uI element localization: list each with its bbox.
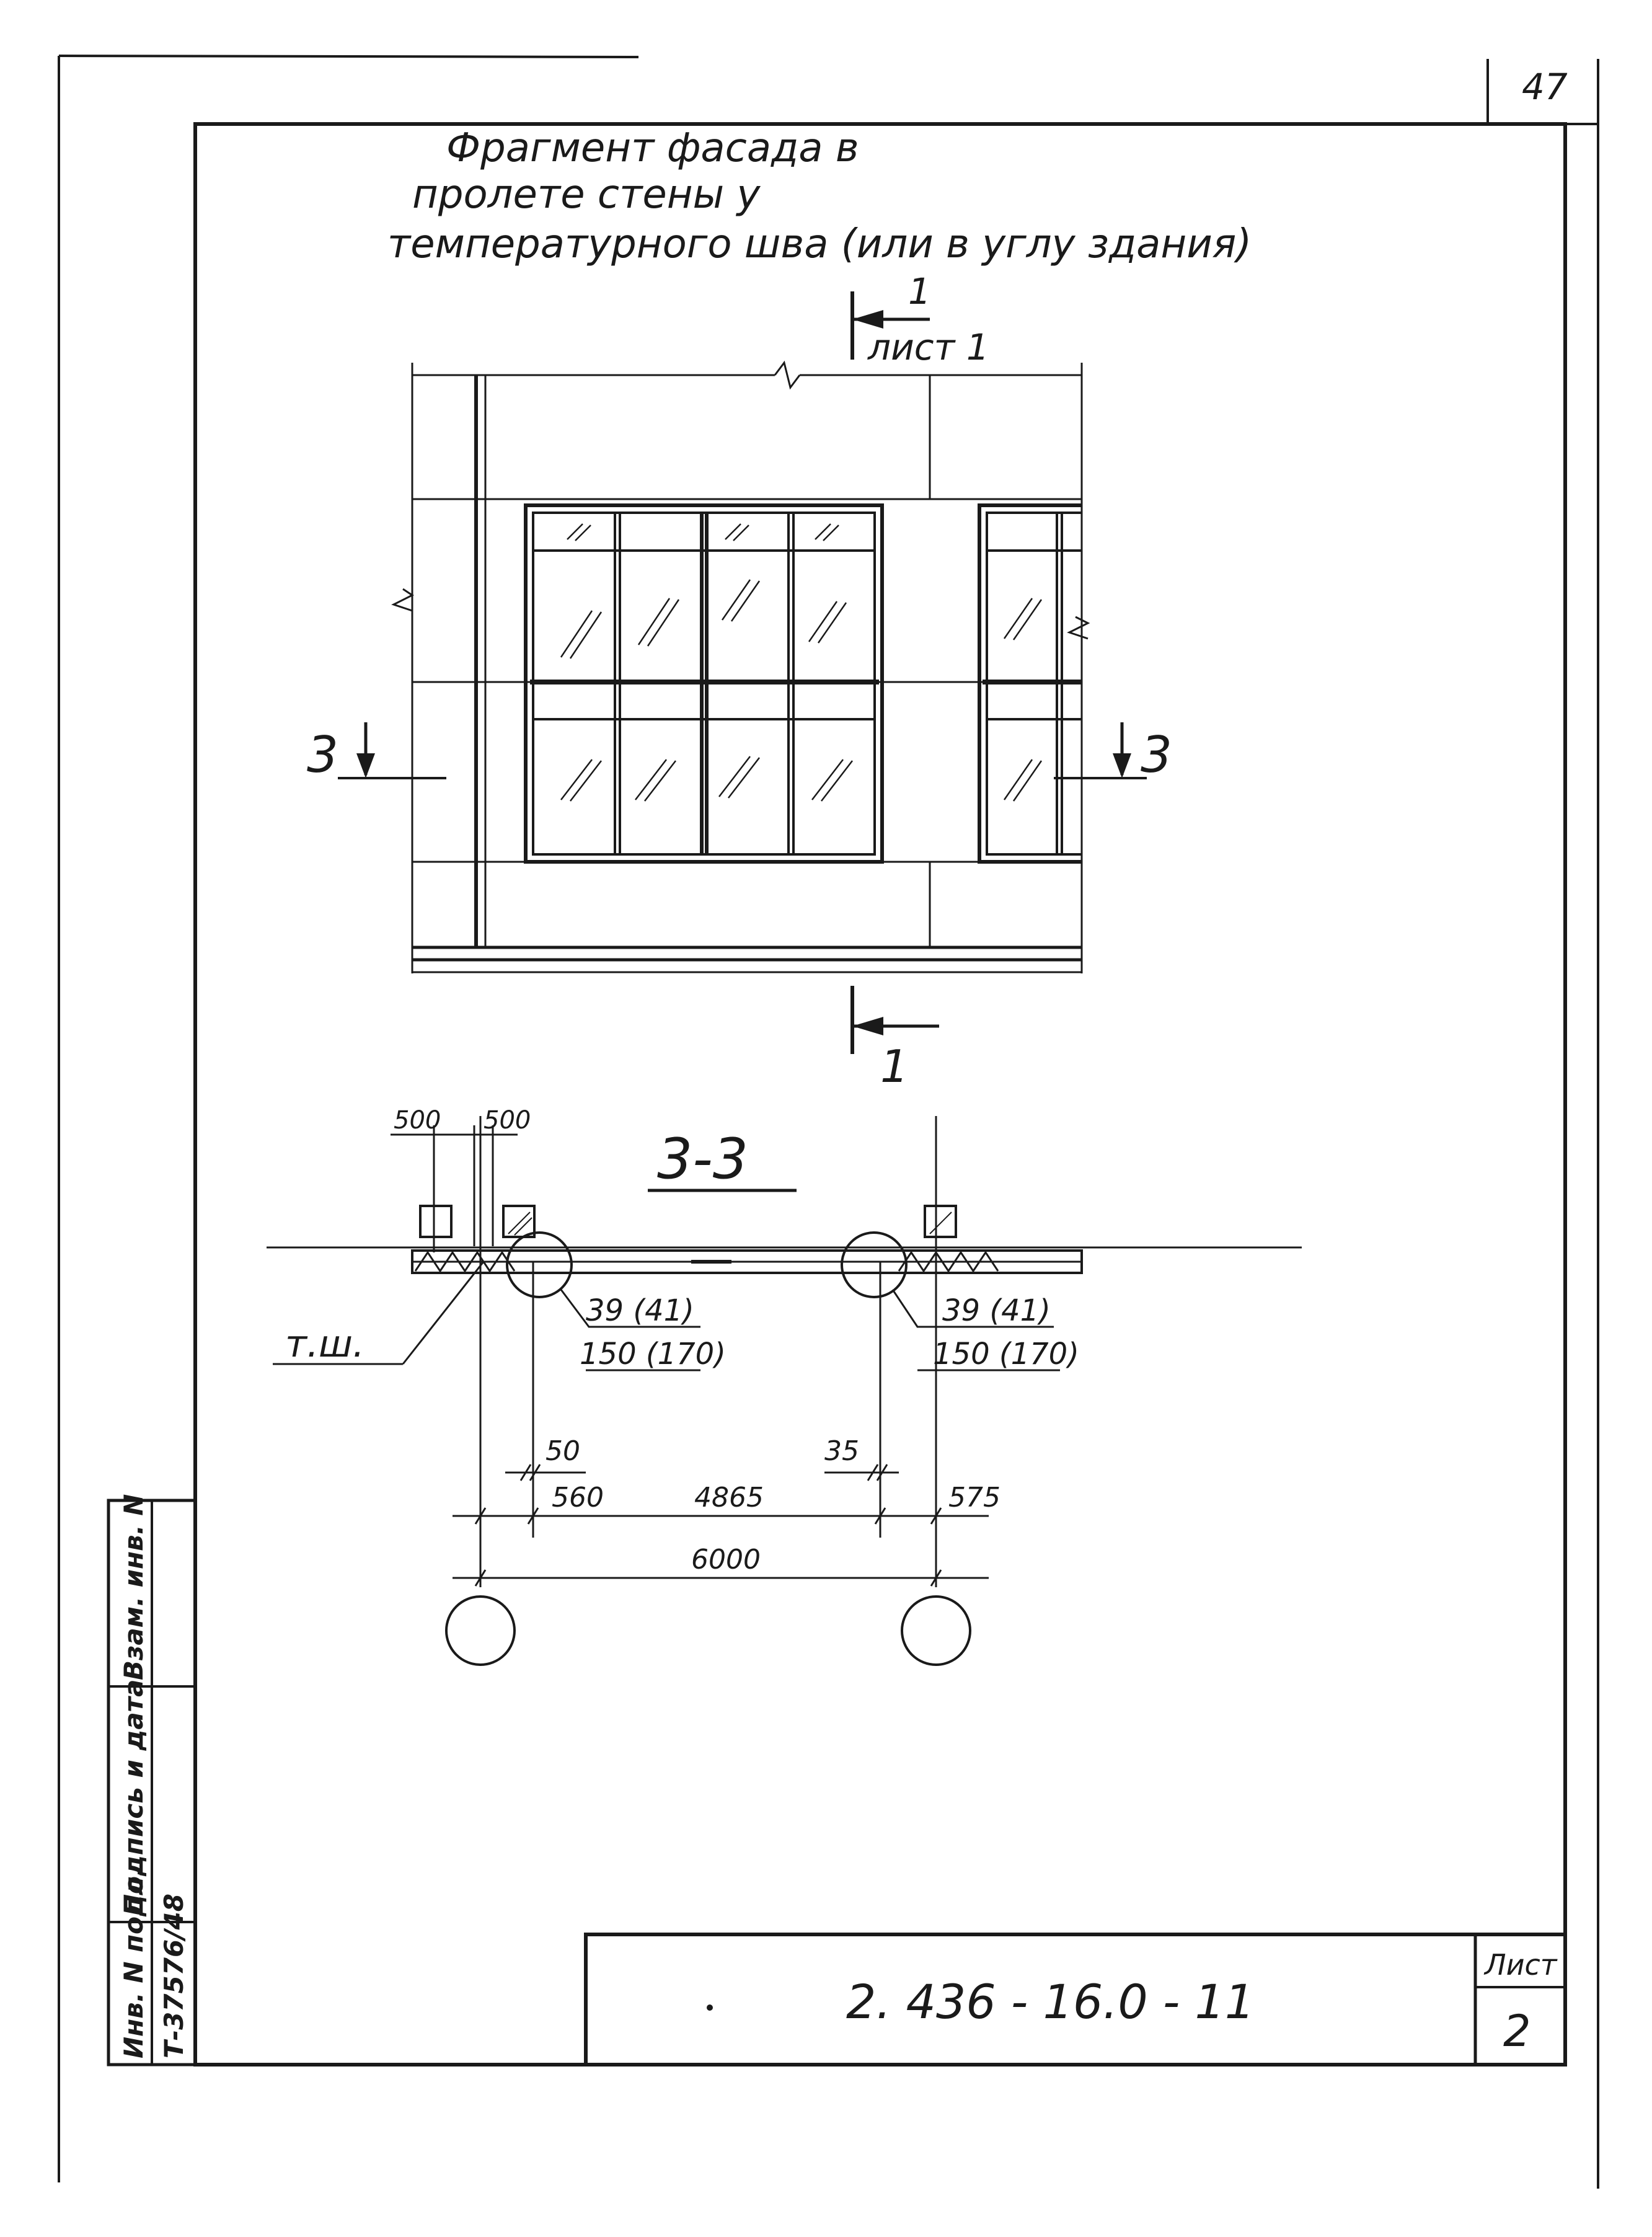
callout-right-line-2: 150 (170) (933, 1337, 1079, 1371)
dim-575: 575 (948, 1482, 1000, 1513)
sheet-label: Лист (1483, 1948, 1558, 1982)
section-3-3-title: 3-3 (657, 1127, 748, 1192)
facade-elevation: 3 3 (307, 360, 1172, 973)
callout-circle-right (841, 1231, 908, 1298)
grid-axis-bubble-left (445, 1595, 516, 1666)
title-line-1: Фрагмент фасада в (446, 125, 859, 171)
sheet-number: 2 (1503, 2006, 1531, 2057)
cut-1-number-top: 1 (908, 270, 931, 312)
dim-50: 50 (546, 1435, 580, 1467)
stamp-vzam-inv: Взам. инв. N (118, 1494, 149, 1680)
cut-1-number-bottom: 1 (880, 1040, 909, 1092)
drawing-frame (193, 122, 1567, 2066)
drawing-title: Фрагмент фасада в пролете стены у темпер… (387, 125, 1252, 267)
dim-500-right: 500 (484, 1106, 531, 1135)
section-cut-3-left: 3 (307, 722, 446, 784)
section-cut-1-top: 1 лист 1 (850, 270, 989, 368)
column-right (924, 1205, 957, 1238)
column-left (419, 1205, 453, 1238)
stamp-inv-number: Т-37576/48 (159, 1894, 189, 2058)
dim-35: 35 (824, 1435, 859, 1467)
dim-560: 560 (552, 1482, 604, 1513)
section-cut-3-right: 3 (1054, 722, 1172, 784)
stamp-sign-date: Подпись и дата (118, 1680, 149, 1916)
callout-left-line-2: 150 (170) (580, 1337, 726, 1371)
section-3-3: 3-3 500 500 (267, 1106, 1302, 1666)
callout-right-line-1: 39 (41) (942, 1293, 1051, 1328)
stamp-inv-orig: Инв. N подл. (118, 1866, 149, 2058)
side-stamp: Инв. N подл. Т-37576/48 Подпись и дата В… (107, 1494, 197, 2066)
page-number: 47 (1522, 66, 1568, 108)
doc-code: 2. 436 - 16.0 - 11 (846, 1974, 1255, 2029)
page-number-box: 47 (1486, 59, 1598, 125)
title-line-3: температурного шва (или в углу здания) (387, 221, 1252, 267)
cut-1-sheet-ref: лист 1 (867, 326, 989, 368)
dim-6000: 6000 (691, 1544, 761, 1575)
title-line-2: пролете стены у (412, 172, 761, 218)
section-cut-1-bottom: 1 (850, 986, 939, 1092)
cut-3-left-label: 3 (307, 726, 338, 784)
callout-left-line-1: 39 (41) (586, 1293, 694, 1328)
title-block: 2. 436 - 16.0 - 11 Лист 2 (584, 1933, 1567, 2066)
joint-label: т.ш. (285, 1322, 364, 1366)
dim-4865: 4865 (694, 1482, 764, 1513)
sheet-trim (58, 55, 1599, 2189)
grid-axis-bubble-right (901, 1595, 971, 1666)
column-middle (502, 1205, 536, 1238)
window-main (524, 503, 884, 864)
cut-3-right-label: 3 (1141, 726, 1172, 784)
window-partial-right (978, 503, 1082, 864)
callout-circle-left (506, 1231, 573, 1298)
